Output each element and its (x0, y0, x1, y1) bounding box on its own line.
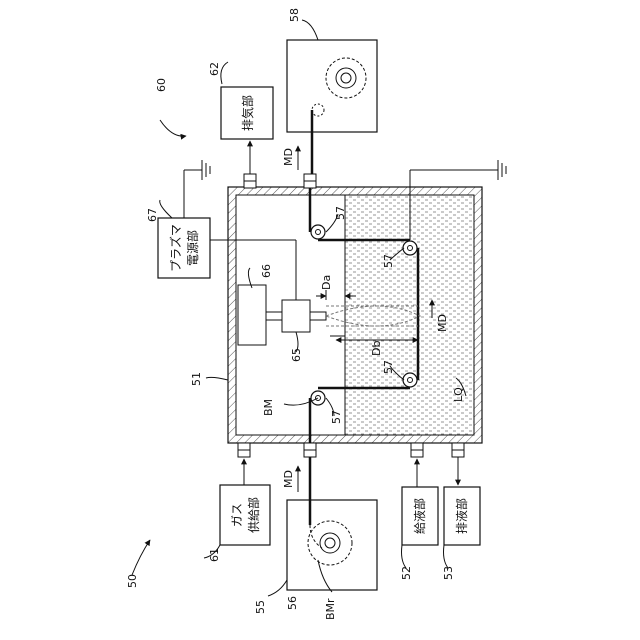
exhaust-unit: 排気部 (221, 87, 273, 174)
label-65: 65 (290, 348, 303, 362)
label-md-inner: MD (436, 314, 449, 332)
label-60: 60 (155, 78, 168, 92)
label-da: Da (320, 275, 333, 290)
label-50: 50 (126, 574, 139, 588)
label-55: 55 (254, 600, 267, 614)
gas-supply-unit: ガス 供給部 (220, 459, 270, 545)
label-51: 51 (190, 372, 203, 386)
label-md-bottom: MD (282, 470, 295, 488)
label-bm: BM (262, 399, 275, 416)
holder-66 (238, 285, 266, 345)
bottom-ports (238, 443, 464, 457)
label-62: 62 (208, 62, 221, 76)
label-md-top: MD (282, 148, 295, 166)
plasma-power-line2: 電源部 (185, 230, 200, 266)
label-67: 67 (146, 208, 159, 222)
label-53: 53 (442, 566, 455, 580)
plasma-power-line1: プラズマ (168, 224, 183, 272)
liquid-supply-unit: 給液部 (402, 459, 438, 545)
label-57-lower-right: 57 (382, 360, 395, 374)
exhaust-label: 排気部 (240, 95, 255, 131)
liquid-drain-label: 排液部 (454, 498, 469, 534)
label-57-top: 57 (334, 206, 347, 220)
label-lq: LQ (452, 387, 465, 402)
take-up-roll-unit (287, 40, 377, 174)
label-66: 66 (260, 264, 273, 278)
label-57-upper-right: 57 (382, 254, 395, 268)
liquid-supply-label: 給液部 (412, 498, 427, 534)
label-bmr: BMr (324, 598, 337, 620)
label-61: 61 (208, 548, 221, 562)
label-db: Db (370, 341, 383, 356)
torch-65 (282, 300, 310, 332)
top-ports (244, 174, 316, 188)
label-57-bottom: 57 (330, 410, 343, 424)
label-56: 56 (286, 596, 299, 610)
gas-supply-line2: 供給部 (246, 497, 261, 533)
label-58: 58 (288, 8, 301, 22)
liquid-drain-unit: 排液部 (444, 457, 480, 545)
label-52: 52 (400, 566, 413, 580)
supply-roll-unit (287, 457, 377, 590)
gas-supply-line1: ガス (230, 503, 244, 527)
